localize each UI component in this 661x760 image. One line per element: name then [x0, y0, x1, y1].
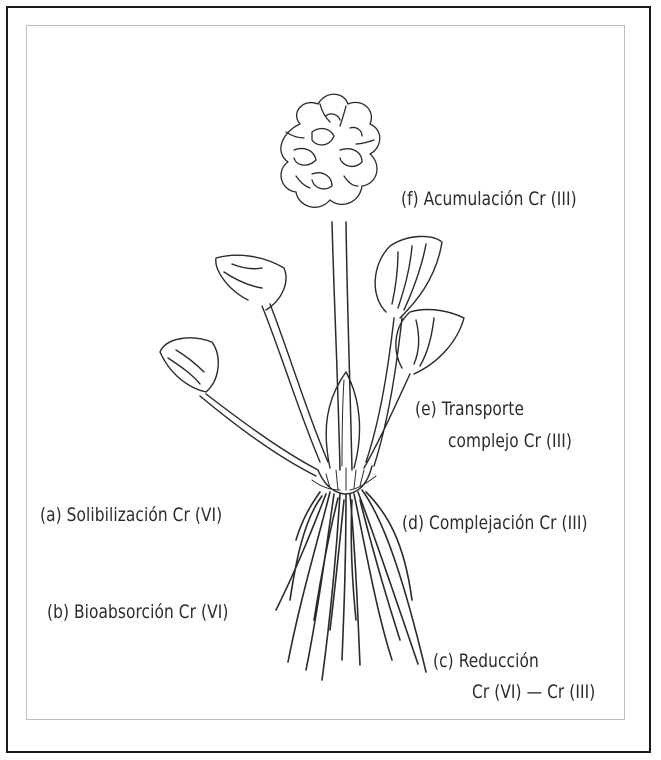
leaf-upper-right [366, 236, 442, 466]
label-c-reduction-line1: (c) Reducción [433, 650, 539, 672]
label-c-reduction-line2: Cr (VI) — Cr (III) [472, 681, 595, 703]
label-b-bioabsorption: (b) Bioabsorción Cr (VI) [47, 601, 228, 623]
plant-base-shading [326, 468, 364, 490]
label-d-complexation: (d) Complejación Cr (III) [402, 512, 588, 534]
central-leaf-vein [342, 380, 344, 466]
label-e-transport-line1: (e) Transporte [415, 398, 524, 420]
leaf-far-left [160, 338, 318, 476]
label-a-solubilization: (a) Solibilización Cr (VI) [40, 504, 222, 526]
label-e-transport-line2: complejo Cr (III) [448, 430, 572, 452]
flower-cluster [281, 94, 380, 207]
label-f-accumulation: (f) Acumulación Cr (III) [401, 188, 577, 210]
leaf-upper-left [216, 255, 328, 462]
